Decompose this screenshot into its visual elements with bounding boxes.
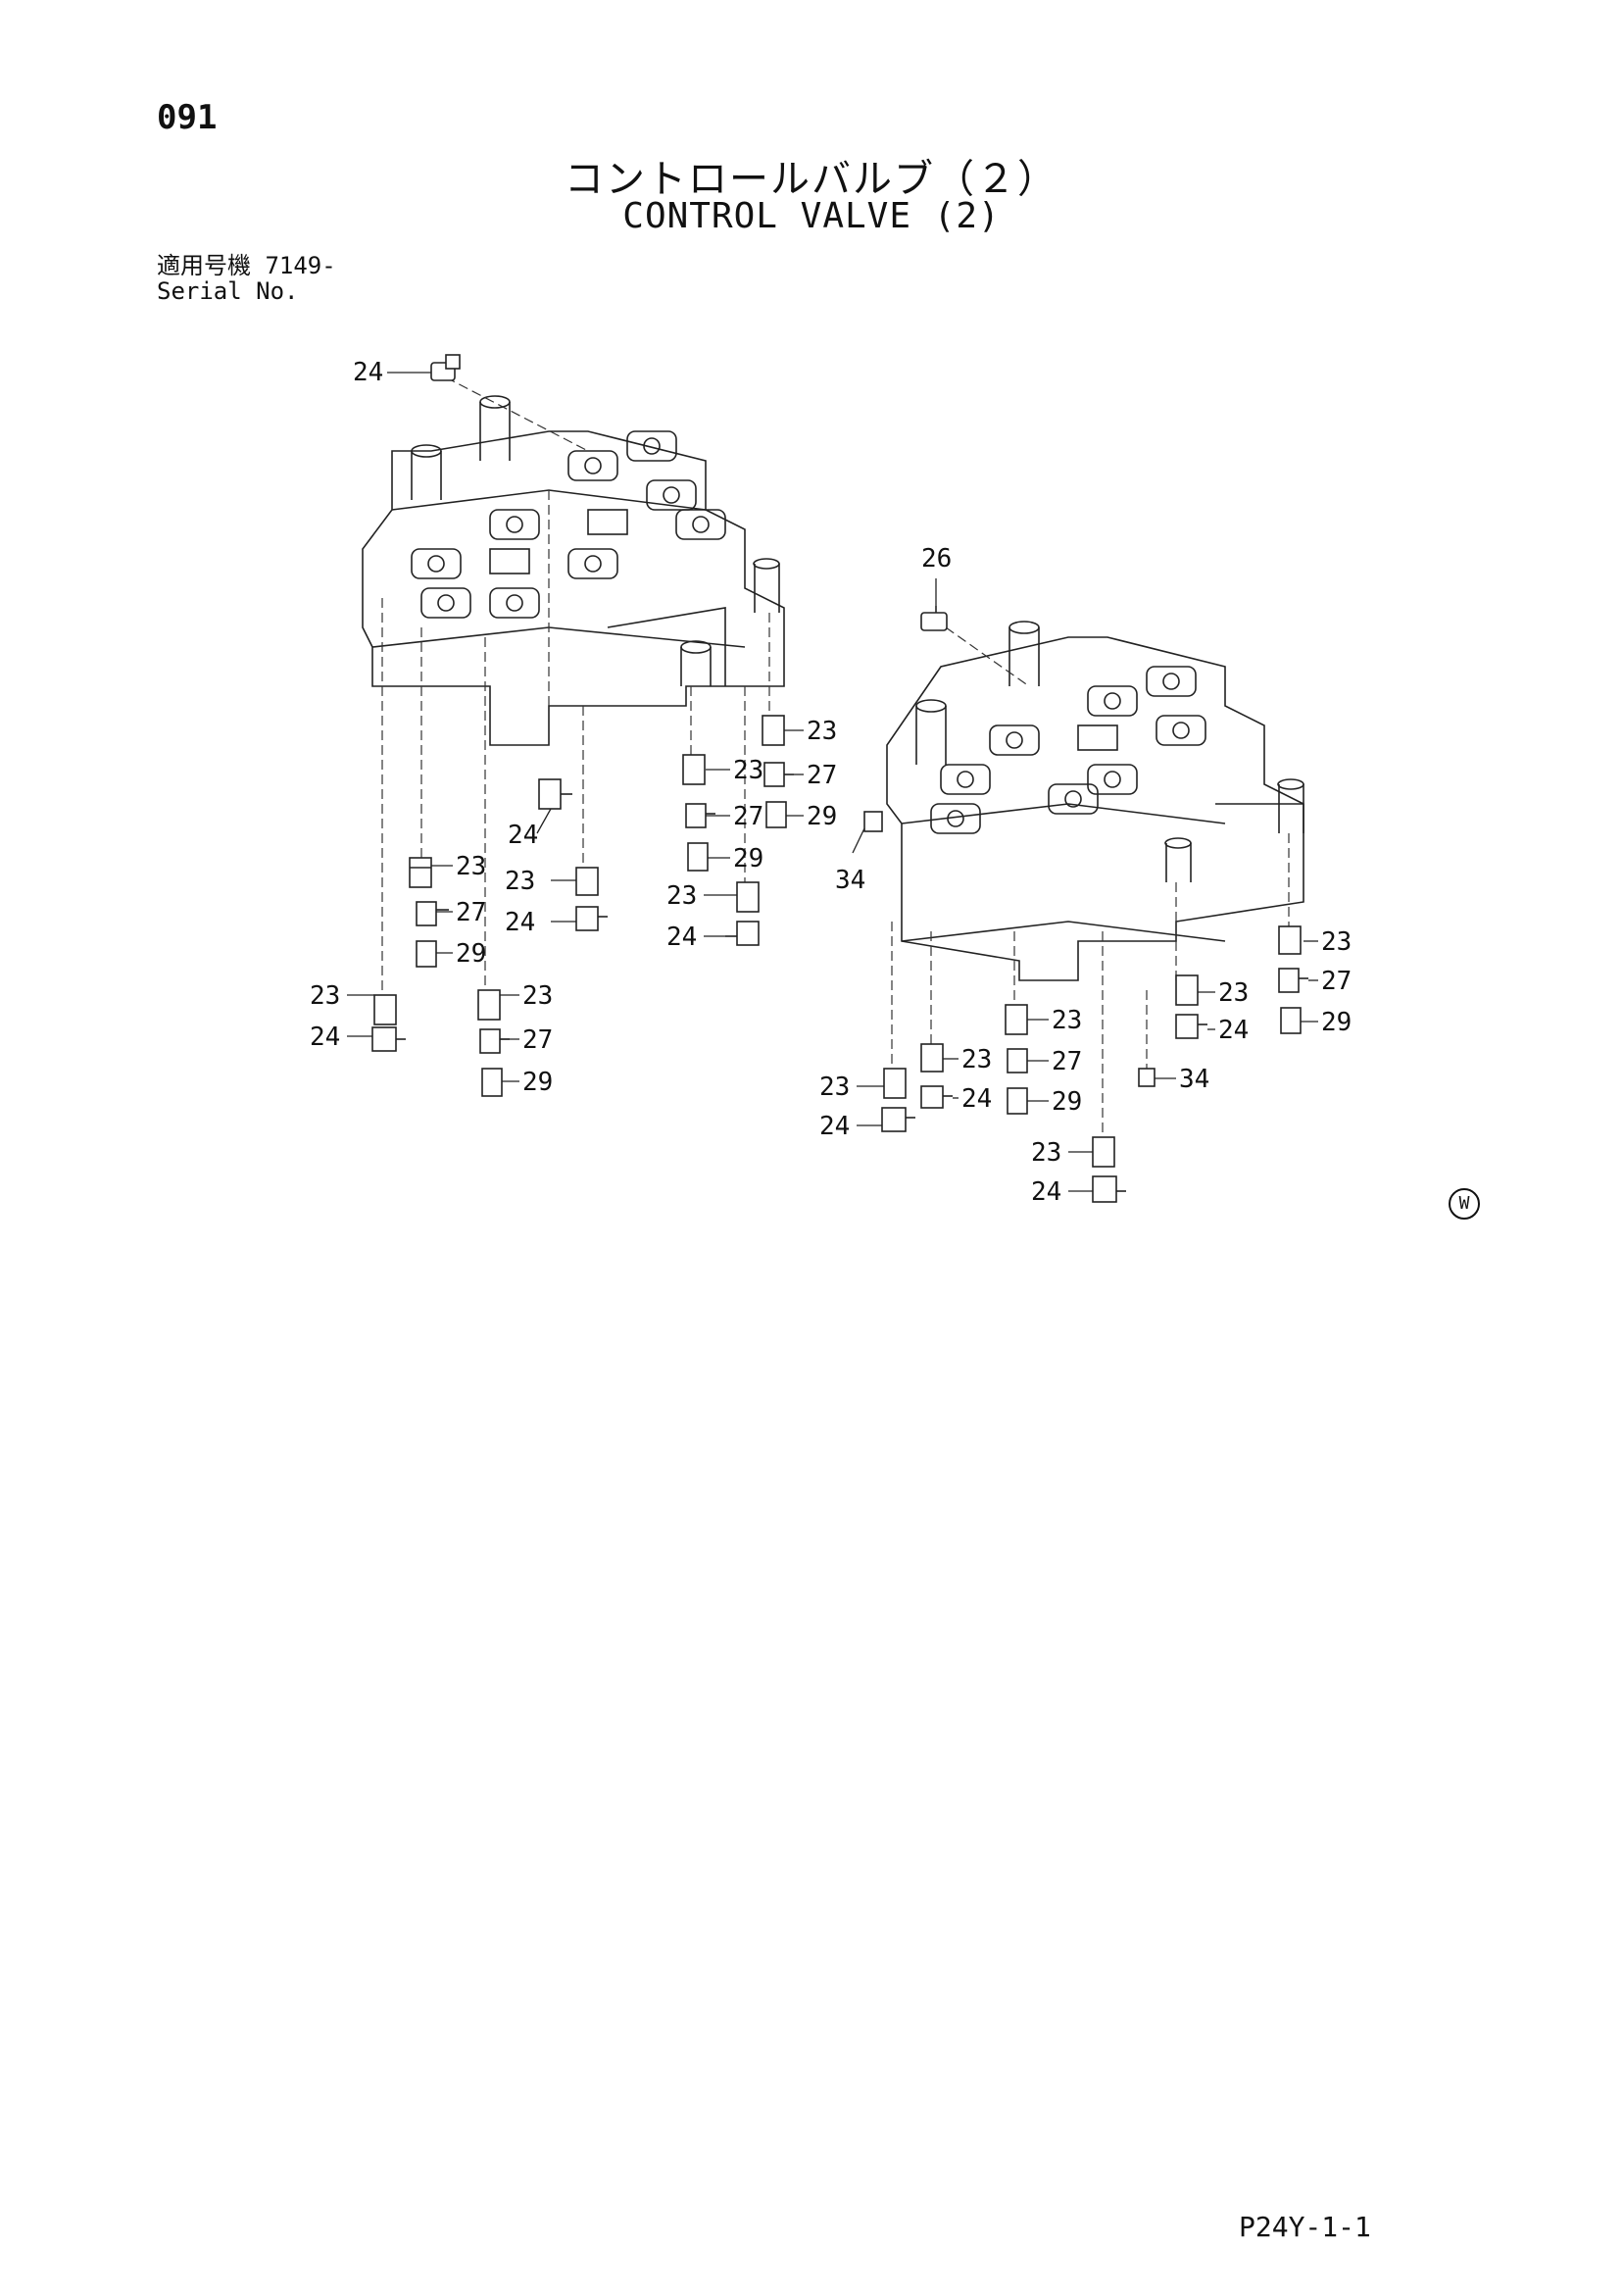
callout-29: 29 xyxy=(733,844,763,873)
plug-fitting xyxy=(1280,1007,1302,1034)
elbow-fitting xyxy=(920,1085,953,1109)
nut-fitting xyxy=(575,867,599,896)
title-japanese: コントロールバルブ（２） xyxy=(565,157,1058,202)
callout-29: 29 xyxy=(807,802,837,831)
elbow-fitting xyxy=(1092,1175,1126,1203)
callout-24: 24 xyxy=(819,1112,850,1141)
serial-block: 適用号機 7149- Serial No. xyxy=(157,253,336,304)
nut-fitting xyxy=(409,857,432,888)
callout-27: 27 xyxy=(456,898,486,927)
callout-24: 24 xyxy=(666,923,697,952)
callout-29: 29 xyxy=(456,939,486,969)
nut-fitting xyxy=(736,881,760,913)
w-circle-mark-icon: W xyxy=(1449,1188,1480,1220)
callout-24: 24 xyxy=(1031,1177,1061,1207)
callout-23: 23 xyxy=(522,981,553,1011)
callout-27: 27 xyxy=(733,802,763,831)
elbow-fitting xyxy=(430,354,461,381)
footer-code: P24Y-1-1 xyxy=(1239,2211,1371,2243)
plug-fitting xyxy=(481,1068,503,1097)
serial-value: 7149- xyxy=(265,252,336,279)
callout-27: 27 xyxy=(1321,967,1352,996)
elbow-fitting xyxy=(371,1026,406,1052)
serial-label-en: Serial No. xyxy=(157,277,299,305)
callout-23: 23 xyxy=(1218,978,1249,1008)
callout-labels: 24 24 23 27 29 23 24 23 24 23 27 29 23 2… xyxy=(310,358,1352,1207)
callout-23: 23 xyxy=(733,756,763,785)
nut-fitting xyxy=(920,1043,944,1073)
callout-24: 24 xyxy=(310,1023,340,1052)
callout-27: 27 xyxy=(1052,1047,1082,1076)
callout-24: 24 xyxy=(508,821,538,850)
nut-fitting xyxy=(883,1068,907,1099)
nut-fitting xyxy=(1175,974,1199,1006)
elbow-fitting xyxy=(538,778,572,810)
elbow-fitting xyxy=(575,906,608,931)
elbow-fitting xyxy=(1175,1014,1207,1039)
plug-fitting xyxy=(687,842,709,872)
callout-23: 23 xyxy=(1052,1006,1082,1035)
serial-label-jp: 適用号機 xyxy=(157,252,251,279)
adapter-fitting xyxy=(416,901,449,926)
fittings xyxy=(371,354,1308,1203)
callout-34: 34 xyxy=(1179,1065,1209,1094)
callout-29: 29 xyxy=(1052,1087,1082,1117)
elbow-fitting xyxy=(725,921,760,946)
callout-24: 24 xyxy=(1218,1016,1249,1045)
adapter-fitting xyxy=(763,762,794,787)
nut-fitting xyxy=(477,989,501,1021)
callout-26: 26 xyxy=(921,544,952,574)
callout-27: 27 xyxy=(522,1025,553,1055)
callout-29: 29 xyxy=(1321,1008,1352,1037)
callout-23: 23 xyxy=(961,1045,992,1074)
adapter-fitting xyxy=(685,803,715,828)
callout-34: 34 xyxy=(835,866,865,895)
callout-24: 24 xyxy=(353,358,383,387)
callout-23: 23 xyxy=(310,981,340,1011)
callout-24: 24 xyxy=(961,1084,992,1114)
nut-fitting xyxy=(682,754,706,785)
callout-24: 24 xyxy=(505,908,535,937)
callout-23: 23 xyxy=(666,881,697,911)
callout-23: 23 xyxy=(1321,927,1352,957)
adapter-fitting xyxy=(1278,968,1308,993)
nut-fitting xyxy=(1092,1136,1115,1168)
plug-fitting xyxy=(1138,1068,1156,1087)
adapter-fitting xyxy=(1007,1048,1028,1073)
plug-fitting xyxy=(416,940,437,968)
nut-fitting xyxy=(762,715,785,746)
leader-lines xyxy=(347,372,1318,1192)
right-valve-body xyxy=(886,621,1304,981)
page-number: 091 xyxy=(157,98,218,137)
serial-line-jp: 適用号機 7149- xyxy=(157,253,336,278)
plug-fitting xyxy=(1007,1087,1028,1115)
plug-fitting xyxy=(863,811,883,832)
nut-fitting xyxy=(1278,925,1302,955)
callout-23: 23 xyxy=(456,852,486,881)
title-english: CONTROL VALVE (2) xyxy=(622,196,1001,236)
assembly-lines xyxy=(381,376,1290,1137)
elbow-fitting xyxy=(920,606,948,631)
plug-fitting xyxy=(765,801,787,828)
callout-23: 23 xyxy=(505,867,535,896)
nut-fitting xyxy=(1005,1004,1028,1035)
adapter-fitting xyxy=(479,1028,510,1054)
callout-23: 23 xyxy=(1031,1138,1061,1168)
callout-29: 29 xyxy=(522,1068,553,1097)
callout-23: 23 xyxy=(819,1073,850,1102)
left-valve-body xyxy=(362,395,785,746)
callout-23: 23 xyxy=(807,717,837,746)
elbow-fitting xyxy=(881,1107,915,1132)
callout-27: 27 xyxy=(807,761,837,790)
nut-fitting xyxy=(373,994,397,1025)
